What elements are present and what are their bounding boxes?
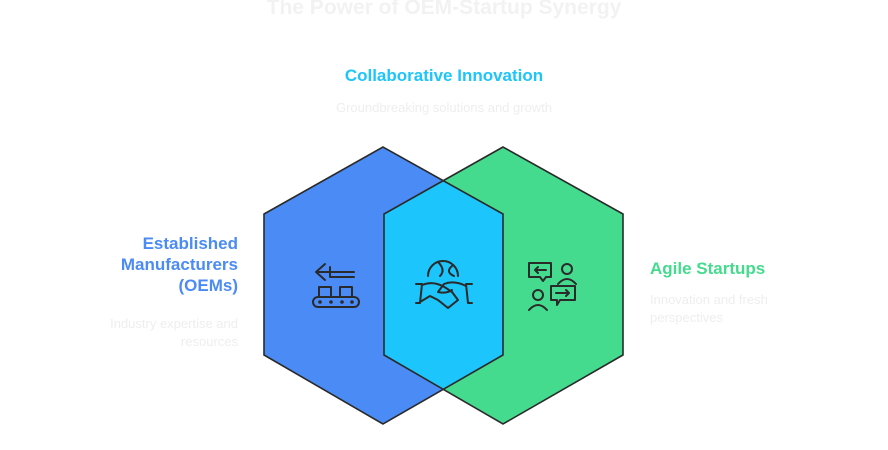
- handshake-globe-icon: [415, 260, 473, 309]
- overlap-region: [384, 147, 503, 424]
- people-conversation-icon: [528, 262, 577, 311]
- left-heading: Established Manufacturers (OEMs): [120, 234, 238, 295]
- conveyor-belt-icon: [312, 263, 360, 308]
- right-heading: Agile Startups: [650, 259, 766, 278]
- left-description: Industry expertise and resources: [110, 316, 238, 349]
- center-description: Groundbreaking solutions and growth: [335, 100, 553, 115]
- center-heading: Collaborative Innovation: [344, 66, 544, 85]
- right-description: Innovation and fresh perspectives: [650, 292, 768, 325]
- diagram-title: The Power of OEM-Startup Synergy: [266, 0, 622, 19]
